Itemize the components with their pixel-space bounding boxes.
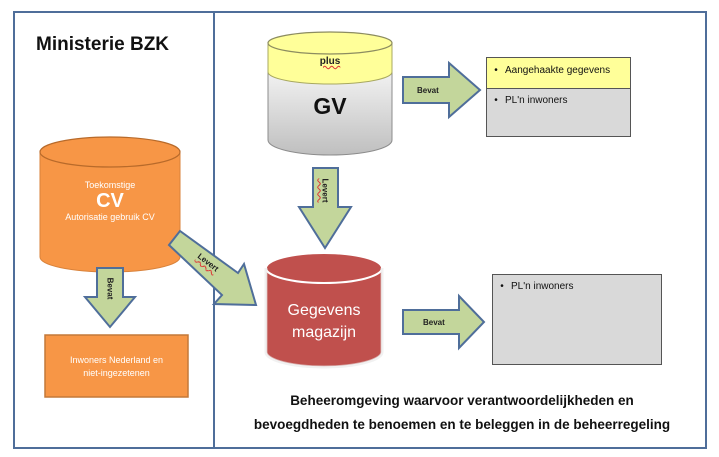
cv-line2: CV	[96, 190, 124, 212]
cv-delivers-arrow	[167, 229, 258, 307]
bullet-dot: •	[500, 281, 504, 292]
warehouse-box-item-text: PL'n inwoners	[511, 281, 574, 292]
cv-contains-label: Bevat	[105, 277, 115, 300]
gv-delivers-label: Levert	[321, 175, 330, 207]
inhabitants-text: Inwoners Nederland en niet-ingezetenen	[45, 354, 188, 380]
inhabitants-line1: Inwoners Nederland en	[69, 355, 164, 365]
warehouse-box-item: • PL'n inwoners	[493, 281, 661, 292]
gv-delivers-text: Levert	[320, 178, 330, 203]
warehouse-line1: Gegevens	[287, 302, 361, 319]
warehouse-contains-label: Bevat	[423, 318, 445, 327]
caption-line2: bevoegdheden te benoemen en te beleggen …	[253, 417, 671, 432]
gv-box-item: • PL'n inwoners	[487, 89, 630, 106]
cv-cylinder-label: Toekomstige CV Autorisatie gebruik CV	[40, 180, 180, 222]
bullet-dot: •	[494, 95, 498, 106]
warehouse-bullet-box: • PL'n inwoners	[492, 274, 662, 365]
gv-label: GV	[313, 93, 347, 119]
warehouse-label: Gegevens magazijn	[266, 300, 382, 344]
gv-box-item: • Aangehaakte gegevens	[487, 58, 630, 89]
cv-line1: Toekomstige	[84, 180, 136, 190]
gv-bullet-box: • Aangehaakte gegevens • PL'n inwoners	[486, 57, 631, 137]
left-panel-title: Ministerie BZK	[36, 34, 170, 55]
inhabitants-box	[44, 334, 189, 398]
warehouse-contains-arrow	[402, 293, 486, 351]
diagram-frame	[13, 11, 707, 449]
gv-contains-label: Bevat	[417, 86, 439, 95]
gv-cylinder	[267, 31, 393, 156]
caption: Beheeromgeving waarvoor verantwoordelijk…	[222, 389, 702, 437]
bullet-dot: •	[494, 65, 498, 76]
panel-divider	[213, 11, 215, 449]
gv-top-text: plus	[319, 56, 341, 67]
gv-delivers-arrow	[297, 167, 353, 250]
warehouse-line2: magazijn	[291, 324, 357, 341]
gv-contains-arrow	[402, 60, 482, 120]
cv-contains-arrow	[82, 267, 138, 329]
inhabitants-line2: niet-ingezetenen	[83, 368, 150, 378]
warehouse-cylinder	[264, 252, 384, 369]
cv-line3: Autorisatie gebruik CV	[65, 212, 155, 222]
caption-line1: Beheeromgeving waarvoor verantwoordelijk…	[290, 393, 634, 408]
gv-box-item-text: Aangehaakte gegevens	[505, 65, 611, 76]
gv-top-label: plus	[268, 56, 392, 67]
gv-box-item-text: PL'n inwoners	[505, 95, 568, 106]
